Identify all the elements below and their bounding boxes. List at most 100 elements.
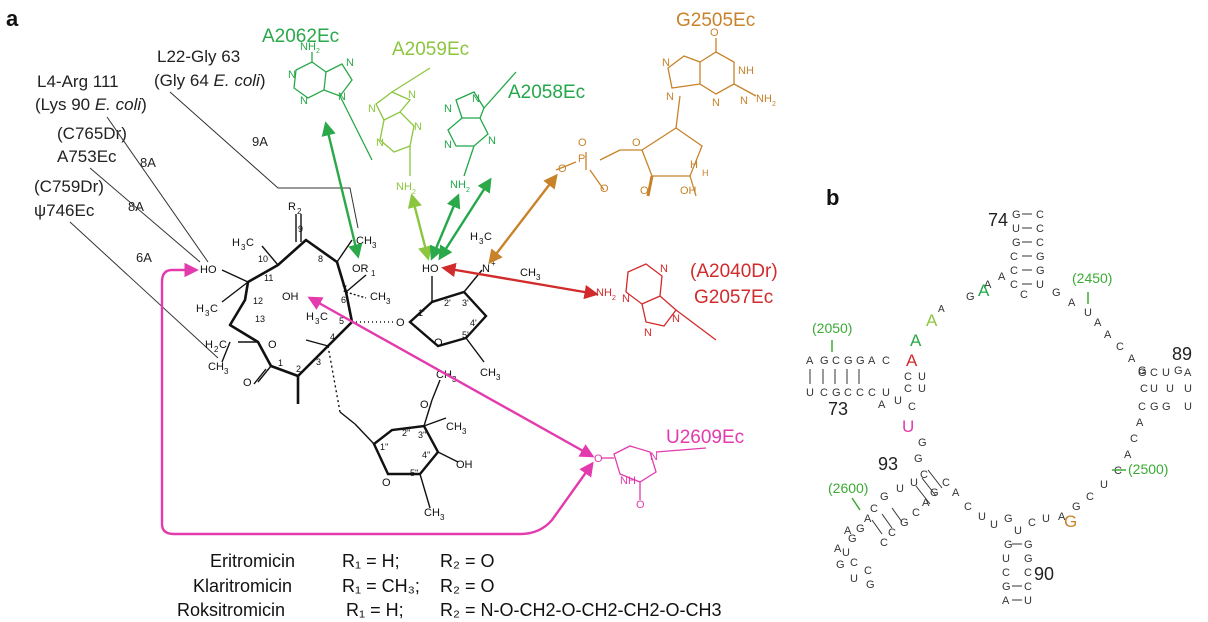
svg-text:G: G <box>856 523 865 535</box>
legend-row-1-name: Eritromicin <box>210 551 295 571</box>
svg-text:U: U <box>1150 383 1158 395</box>
arrow-u2609-ho <box>160 262 594 536</box>
svg-text:C: C <box>880 537 888 549</box>
svg-text:C: C <box>1086 491 1094 503</box>
svg-text:1': 1' <box>418 308 425 318</box>
svg-text:A: A <box>1136 417 1144 429</box>
svg-text:C: C <box>1010 265 1018 277</box>
lactone-ring <box>228 238 354 378</box>
svg-text:C: C <box>1140 383 1148 395</box>
svg-text:NH: NH <box>738 65 754 77</box>
svg-text:C: C <box>820 387 828 399</box>
svg-text:O: O <box>710 27 719 39</box>
svg-text:U: U <box>978 511 986 523</box>
svg-text:O: O <box>268 339 277 351</box>
svg-text:G: G <box>1174 365 1183 377</box>
arrow-a2059 <box>407 193 433 261</box>
a2058-label: A2058Ec <box>508 82 585 103</box>
svg-text:C: C <box>904 371 912 383</box>
svg-text:2: 2 <box>412 189 416 196</box>
svg-text:4'': 4'' <box>422 450 431 460</box>
distance-8a-1: 8A <box>140 155 156 170</box>
svg-text:OH: OH <box>456 459 473 471</box>
svg-text:C: C <box>850 557 858 569</box>
svg-text:3: 3 <box>496 373 501 382</box>
svg-text:A: A <box>834 543 842 555</box>
svg-text:C: C <box>920 469 928 481</box>
svg-text:CH: CH <box>480 367 496 379</box>
svg-text:C: C <box>210 303 218 315</box>
svg-text:C: C <box>1020 289 1028 301</box>
svg-text:3: 3 <box>241 243 246 252</box>
svg-text:O: O <box>382 477 391 489</box>
rna-A-2058: A <box>978 281 990 300</box>
svg-text:G: G <box>1004 513 1013 525</box>
panel-label-b: b <box>826 185 839 210</box>
legend-row-1-r2: R₂ = O <box>440 551 495 571</box>
legend-row-2-r2: R₂ = O <box>440 576 495 596</box>
g2057-label: G2057Ec <box>694 287 773 308</box>
arrow-g2505 <box>488 173 558 265</box>
svg-text:U: U <box>1100 479 1108 491</box>
arrow-a2058-2 <box>438 177 492 261</box>
svg-text:A: A <box>844 525 852 537</box>
svg-text:U: U <box>1042 513 1050 525</box>
svg-text:U: U <box>1166 383 1174 395</box>
a2040dr-label: (A2040Dr) <box>690 261 778 282</box>
svg-text:U: U <box>1184 383 1192 395</box>
svg-text:G: G <box>848 533 857 545</box>
c765-label-line1: (C765Dr) <box>57 124 127 143</box>
svg-text:O: O <box>636 499 645 511</box>
svg-text:C: C <box>856 387 864 399</box>
svg-text:N: N <box>660 263 668 275</box>
svg-text:3: 3 <box>316 357 321 367</box>
svg-text:2: 2 <box>316 48 320 55</box>
svg-text:C: C <box>1036 223 1044 235</box>
svg-text:9: 9 <box>298 224 303 234</box>
svg-text:OH: OH <box>282 291 299 303</box>
svg-text:A: A <box>1058 511 1066 523</box>
g2505-label: G2505Ec <box>676 10 755 31</box>
svg-text:N: N <box>346 57 354 69</box>
l4-label-line2: (Lys 90 E. coli) <box>35 95 147 114</box>
svg-text:C: C <box>1024 567 1032 579</box>
svg-text:N: N <box>666 91 674 103</box>
svg-text:U: U <box>894 395 902 407</box>
svg-text:G: G <box>880 491 889 503</box>
svg-text:HO: HO <box>422 263 439 275</box>
svg-text:C: C <box>1114 465 1122 477</box>
rna-number-2500: (2500) <box>1128 461 1168 477</box>
u2609-base: U2609Ec O N NH O <box>594 427 744 511</box>
legend-row-2-r1: R₁ = CH₃; <box>342 576 420 596</box>
svg-text:G: G <box>1052 287 1061 299</box>
rna-G-2505: G <box>1064 512 1077 531</box>
svg-text:O: O <box>632 137 641 149</box>
svg-text:H: H <box>306 311 314 323</box>
svg-text:U: U <box>990 519 998 531</box>
svg-text:A: A <box>938 304 945 315</box>
svg-text:C: C <box>1010 251 1018 263</box>
distance-labels: 9A 8A 8A 6A <box>128 134 268 265</box>
svg-text:P: P <box>578 153 585 165</box>
rna-number-74: 74 <box>988 210 1008 230</box>
c759-label-line1: (C759Dr) <box>34 177 104 196</box>
svg-text:C: C <box>908 401 916 413</box>
svg-text:12: 12 <box>253 296 263 306</box>
svg-text:3: 3 <box>440 513 445 522</box>
distance-6a: 6A <box>136 250 152 265</box>
svg-text:2: 2 <box>297 207 302 216</box>
svg-text:N: N <box>408 89 416 101</box>
svg-text:A: A <box>998 271 1006 283</box>
svg-text:A: A <box>868 355 876 367</box>
svg-text:OR: OR <box>352 263 369 275</box>
svg-text:CH: CH <box>446 421 462 433</box>
svg-text:C: C <box>484 231 492 243</box>
svg-text:CH: CH <box>424 507 440 519</box>
svg-text:NH: NH <box>450 179 466 191</box>
a2062-label: A2062Ec <box>262 26 339 47</box>
svg-text:4: 4 <box>330 332 335 342</box>
